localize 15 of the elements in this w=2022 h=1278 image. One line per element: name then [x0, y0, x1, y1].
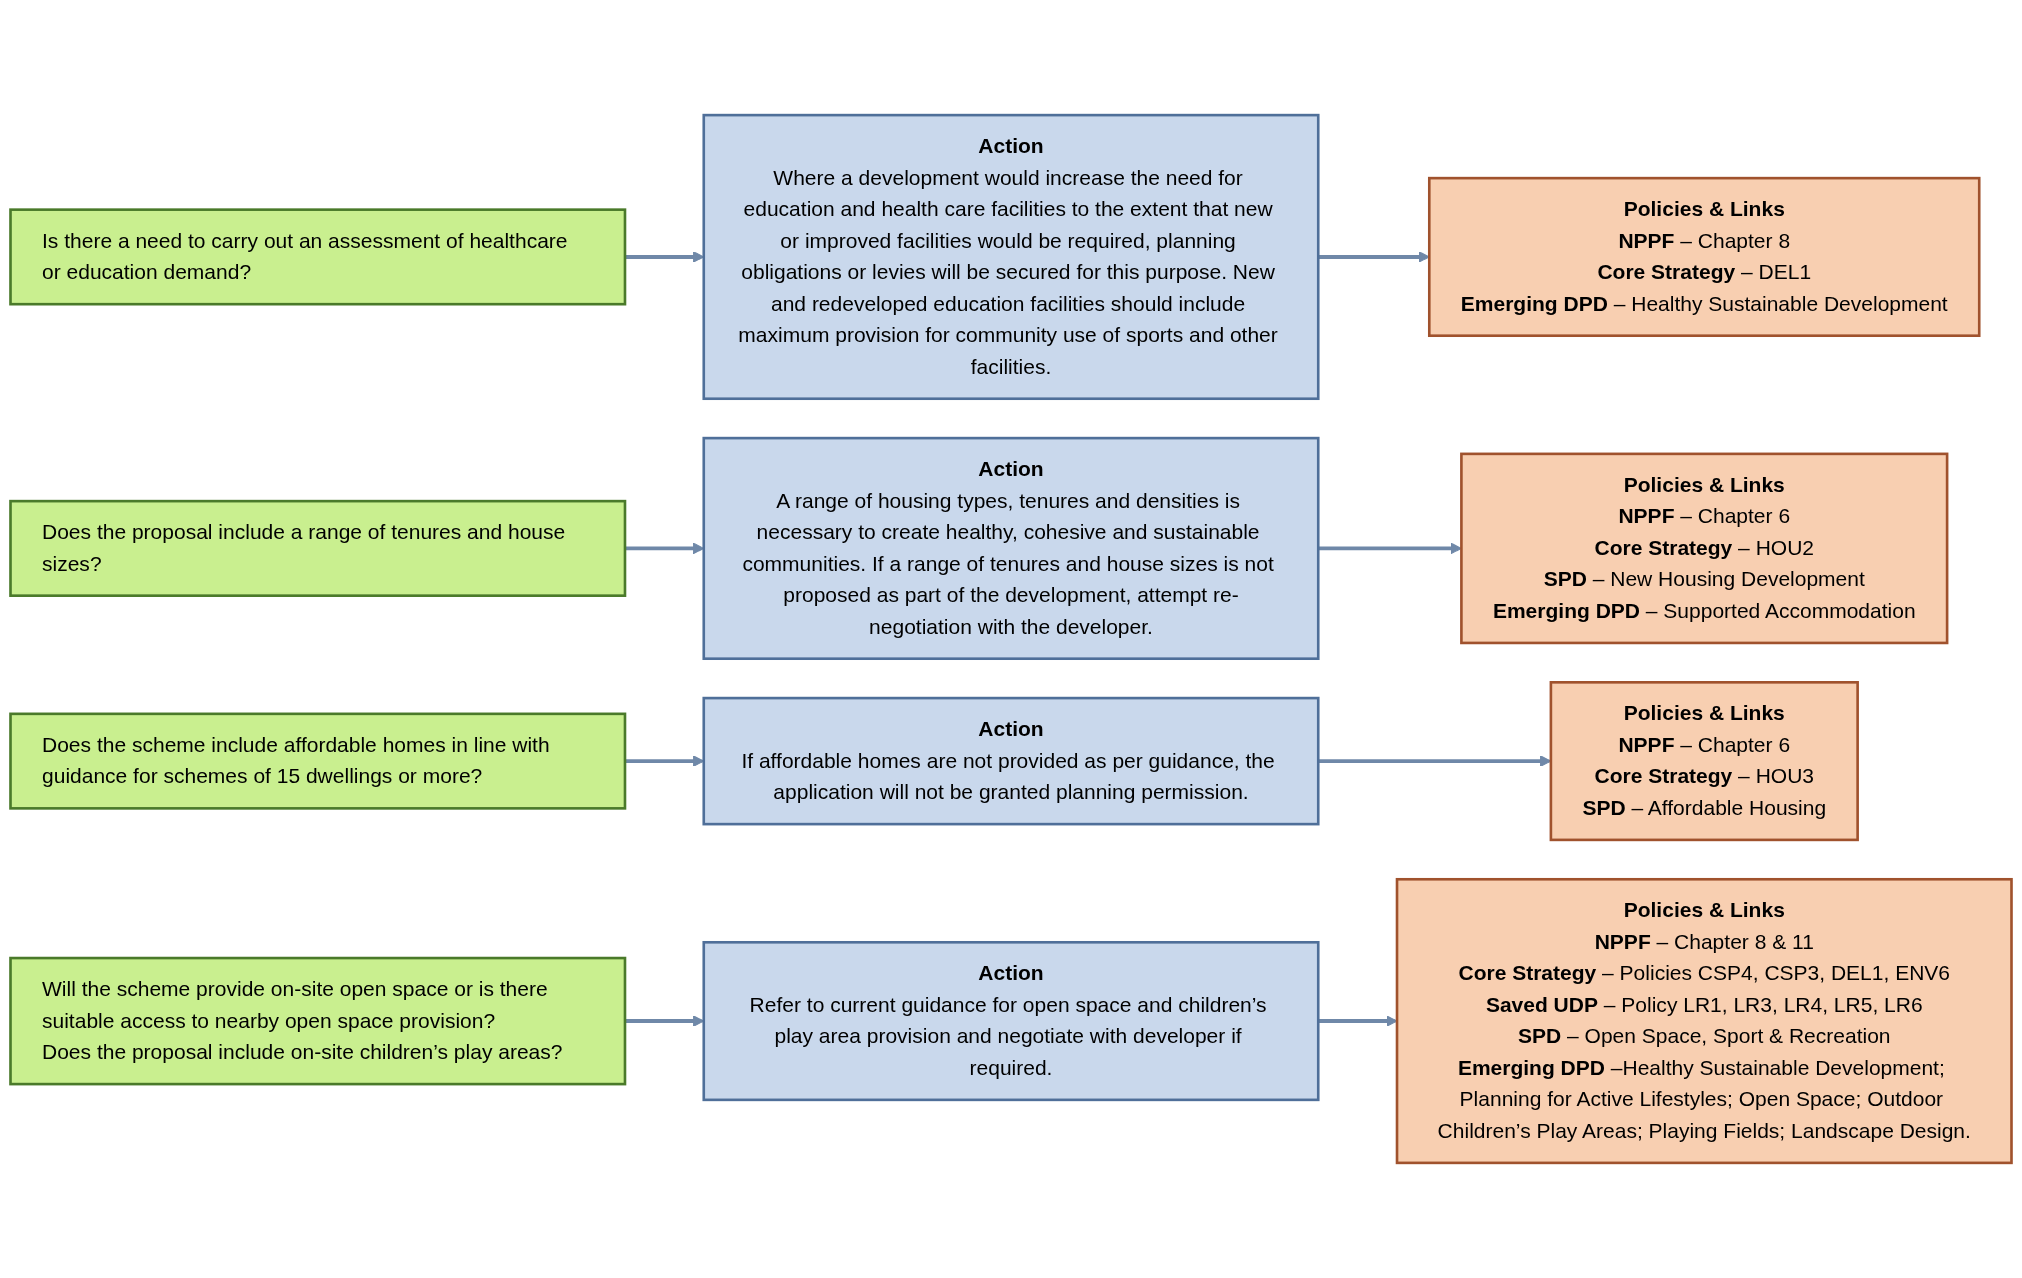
arrow [1318, 1015, 1398, 1027]
node-box: Action A range of housing types, tenures and densities is necessary to create healthy, cohesive and sustainable communities. If a range of tenures and house sizes is not proposed as part of the development, attempt re-negotiation with the developer. [702, 436, 1320, 660]
node-box: Policies & Links NPPF – Chapter 6 Core Strategy – HOU3 SPD – Affordable Housing [1549, 681, 1859, 842]
node-box: Action If affordable homes are not provided as per guidance, the application will not be granted planning permission. [702, 696, 1320, 826]
node-box: Will the scheme provide on-site open space or is there suitable access to nearby open space provision? Does the proposal include on-site children’s play areas? [9, 956, 627, 1086]
node-box: Policies & Links NPPF – Chapter 8 Core Strategy – DEL1 Emerging DPD – Healthy Sustainable Development [1427, 176, 1981, 337]
node-box: Does the proposal include a range of tenures and house sizes? [9, 499, 627, 597]
node-box: Action Refer to current guidance for open space and children’s play area provision and negotiate with developer if required. [702, 941, 1320, 1102]
node-box: Policies & Links NPPF – Chapter 6 Core Strategy – HOU2 SPD – New Housing Development Emerging DPD – Supported Accommodation [1460, 452, 1949, 645]
node-box: Does the scheme include affordable homes in line with guidance for schemes of 15 dwellings or more? [9, 712, 627, 810]
node-box: Action Where a development would increase the need for education and health care facilities to the extent that new or improved facilities would be required, planning obligations or levies will be secured for this purpose. New and redeveloped education facilities should include maximum provision for community use of sports and other facilities. [702, 113, 1320, 401]
arrow [1318, 251, 1430, 263]
node-box: Policies & Links NPPF – Chapter 8 & 11 Core Strategy – Policies CSP4, CSP3, DEL1, ENV6 Saved UDP – Policy LR1, LR3, LR4, LR5, LR6 SPD – Open Space, Sport & Recreation Emerging DPD –Healthy Sustainable Development; Planning for Active Lifestyles; Open Space; Outdoor Children’s Play Areas; Playing Fields; Landscape Design. [1395, 877, 2013, 1165]
node-box: Is there a need to carry out an assessment of healthcare or education demand? [9, 208, 627, 306]
arrow [1318, 542, 1462, 555]
